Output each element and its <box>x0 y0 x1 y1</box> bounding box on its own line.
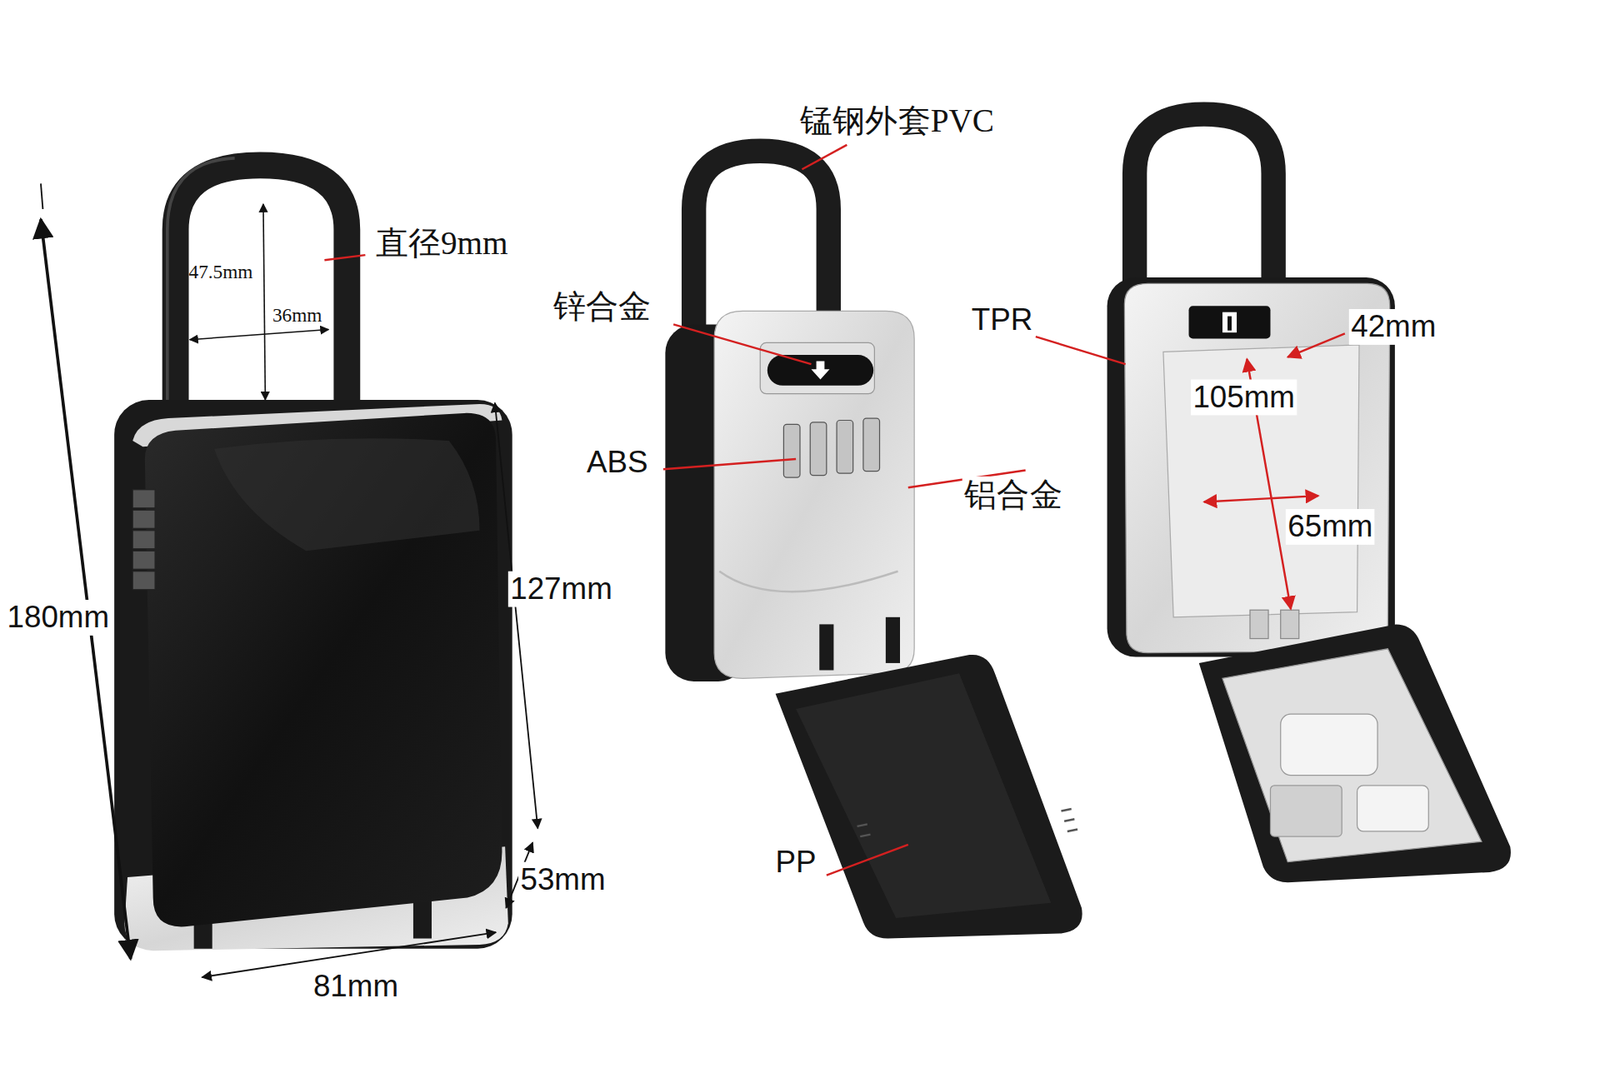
material-label: 锌合金 <box>550 287 653 325</box>
dimension-label: 180mm <box>5 600 111 635</box>
dimension-label: 直径9mm <box>373 224 510 262</box>
dimension-label: 42mm <box>1349 309 1439 345</box>
closed-lock <box>40 158 538 978</box>
dimension-label: 53mm <box>518 862 608 898</box>
material-label: ABS <box>585 445 650 480</box>
dimension-label: 47.5mm <box>186 260 255 284</box>
dimension-label: 36mm <box>270 304 324 327</box>
material-label: PP <box>773 845 819 880</box>
dimension-label: 105mm <box>1190 380 1297 415</box>
dimension-label: 127mm <box>508 571 615 607</box>
open-lock-inside <box>1035 114 1511 883</box>
material-label: 铝合金 <box>962 476 1065 515</box>
material-label: TPR <box>969 301 1035 337</box>
material-label: 锰钢外套PVC <box>798 101 997 140</box>
dimension-label: 81mm <box>310 969 400 1005</box>
dimension-label: 65mm <box>1285 509 1375 545</box>
open-lock-front <box>663 145 1083 940</box>
